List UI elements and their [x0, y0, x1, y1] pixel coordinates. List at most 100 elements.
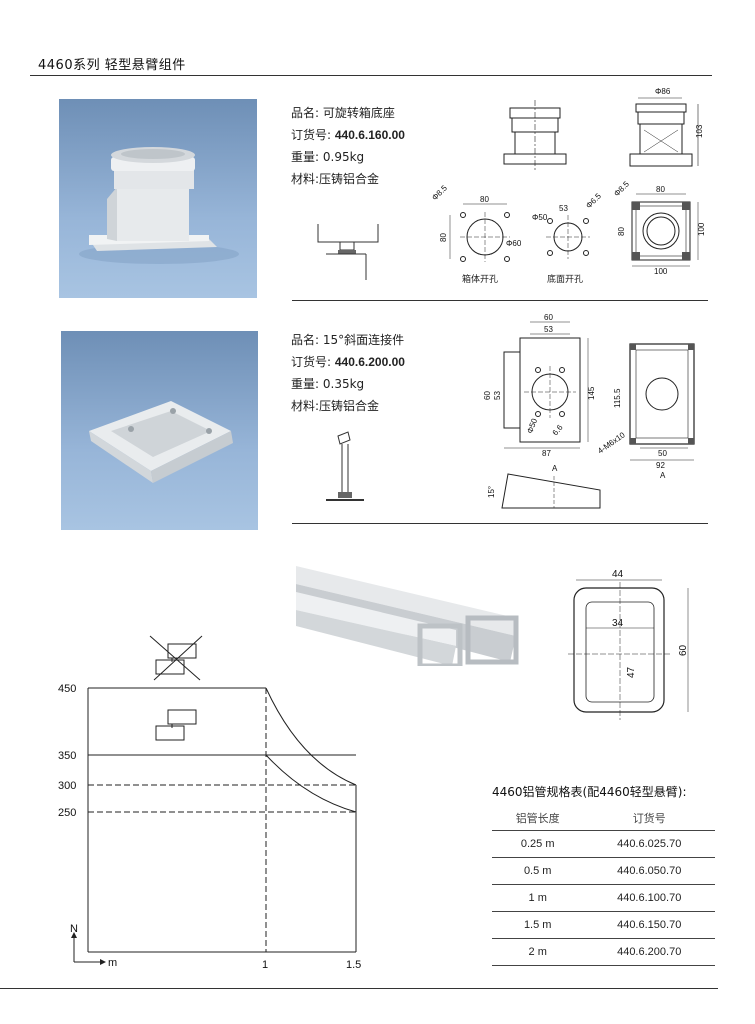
caption-base-holes: 底面开孔: [547, 273, 583, 285]
table-header-row: 铝管长度 订货号: [492, 806, 715, 831]
product-name: 可旋转箱底座: [322, 106, 395, 120]
dim-15deg: 15°: [487, 486, 496, 498]
product2-photo: [61, 331, 258, 530]
load-chart: 450 350 300 250 1 1.5 N m: [58, 635, 361, 971]
cell-length: 1 m: [492, 884, 584, 912]
order-number: 440.6.160.00: [334, 128, 405, 142]
order-label: 订货号:: [291, 355, 332, 369]
cell-length: 1.5 m: [492, 911, 584, 939]
dim-87: 87: [542, 449, 551, 458]
name-label: 品名:: [291, 333, 320, 347]
dim-phi85: Φ8.5: [430, 183, 449, 202]
product-name: 15°斜面连接件: [322, 333, 405, 347]
cell-length: 0.25 m: [492, 830, 584, 858]
side-view: [503, 100, 567, 170]
cell-length: 2 m: [492, 938, 584, 966]
cell-order-no: 440.6.050.70: [583, 857, 715, 885]
dim-phi60: Φ60: [506, 239, 522, 248]
tube-profile-drawing: 44 34 47 60: [568, 569, 689, 720]
x-tick-1: 1: [262, 959, 268, 971]
y-tick-450: 450: [58, 683, 76, 695]
dim-50: 50: [658, 449, 667, 458]
product2-post-sketch: [326, 431, 364, 501]
label-a-right: A: [660, 471, 666, 480]
order-label: 订货号:: [291, 128, 332, 142]
divider-2: [292, 523, 708, 524]
valid-mount-icon: [155, 709, 197, 741]
dim-80-top: 80: [480, 195, 489, 204]
dim-53-left: 53: [493, 391, 502, 400]
dim-80-left: 80: [439, 233, 448, 242]
dim-phi50: Φ50: [525, 417, 539, 435]
dim-phi85-plan: Φ8.5: [612, 179, 631, 198]
divider-1: [292, 300, 708, 301]
dim-34: 34: [612, 618, 624, 629]
product1-mount-sketch: [317, 224, 379, 280]
elevation-view: Φ86 103: [629, 87, 704, 167]
dim-60-left: 60: [483, 391, 492, 400]
product2-spec: 品名: 15°斜面连接件 订货号: 440.6.200.00 重量: 0.35k…: [291, 329, 405, 417]
y-tick-250: 250: [58, 807, 76, 819]
table-row: 0.25 m 440.6.025.70: [492, 830, 715, 858]
product1-photo: [59, 99, 257, 298]
x-axis-label: m: [108, 957, 117, 969]
y-tick-300: 300: [58, 780, 76, 792]
weight-value: 0.95kg: [322, 150, 365, 164]
cell-order-no: 440.6.150.70: [583, 911, 715, 939]
cell-order-no: 440.6.200.70: [583, 938, 715, 966]
weight-value: 0.35kg: [322, 377, 365, 391]
caption-box-holes: 箱体开孔: [462, 273, 498, 285]
dim-1155: 115.5: [613, 388, 622, 408]
dim-m6: 4-M6x10: [596, 430, 627, 456]
dim-92: 92: [656, 461, 665, 470]
table-row: 1 m 440.6.100.70: [492, 884, 715, 912]
header-length: 铝管长度: [492, 806, 584, 831]
tube-spec-table: 铝管长度 订货号 0.25 m 440.6.025.70 0.5 m 440.6…: [492, 806, 715, 966]
x-tick-15: 1.5: [346, 959, 361, 971]
dim-53: 53: [559, 204, 568, 213]
dim-60-top: 60: [544, 313, 553, 322]
aluminum-tube-render: [296, 566, 519, 666]
wedge-view: A 15°: [487, 464, 601, 509]
dim-60: 60: [678, 644, 689, 656]
dim-100-right: 100: [697, 222, 706, 236]
dim-80-plan: 80: [656, 185, 665, 194]
material-value: 压铸铝合金: [319, 172, 380, 186]
dim-80-plan-left: 80: [617, 227, 626, 236]
dim-phi86: Φ86: [655, 87, 671, 96]
dim-phi50: Φ50: [532, 213, 548, 222]
dim-66: 6.6: [551, 423, 565, 438]
table-row: 1.5 m 440.6.150.70: [492, 911, 715, 939]
dim-103: 103: [695, 124, 704, 138]
order-number: 440.6.200.00: [334, 355, 405, 369]
cell-order-no: 440.6.100.70: [583, 884, 715, 912]
weight-label: 重量:: [291, 377, 320, 391]
name-label: 品名:: [291, 106, 320, 120]
front-view: 60 53 60 53 145 Φ50 6.6 87: [483, 313, 596, 458]
footer-rule: [0, 988, 718, 989]
cell-length: 0.5 m: [492, 857, 584, 885]
dim-53-top: 53: [544, 325, 553, 334]
header-order-no: 订货号: [583, 806, 715, 831]
crossed-mount-icon: [149, 635, 203, 681]
table-title: 4460铝管规格表(配4460轻型悬臂):: [492, 785, 687, 799]
dim-47: 47: [626, 666, 637, 678]
page-title: 4460系列 轻型悬臂组件: [38, 58, 186, 73]
table-row: 0.5 m 440.6.050.70: [492, 857, 715, 885]
material-label: 材料:: [291, 399, 320, 413]
header-rule: [30, 75, 712, 76]
product2-drawings: 60 53 60 53 145 Φ50 6.6 87 115.5 4-M6x10…: [483, 313, 695, 509]
dim-145: 145: [587, 386, 596, 400]
y-tick-350: 350: [58, 750, 76, 762]
product1-drawings: Φ86 103 80 Φ8.5 80 Φ60 Φ50 53 Φ6.5: [430, 87, 706, 285]
rear-view: 115.5 4-M6x10 50 92 A: [596, 343, 695, 480]
dim-phi65: Φ6.5: [584, 191, 603, 210]
dim-44: 44: [612, 569, 624, 580]
label-a-left: A: [552, 464, 558, 473]
y-axis-label: N: [70, 923, 78, 935]
material-label: 材料:: [291, 172, 320, 186]
product1-spec: 品名: 可旋转箱底座 订货号: 440.6.160.00 重量: 0.95kg …: [291, 102, 405, 190]
table-row: 2 m 440.6.200.70: [492, 938, 715, 966]
box-hole-view: 80 Φ8.5 80 Φ60: [430, 183, 522, 262]
cell-order-no: 440.6.025.70: [583, 830, 715, 858]
